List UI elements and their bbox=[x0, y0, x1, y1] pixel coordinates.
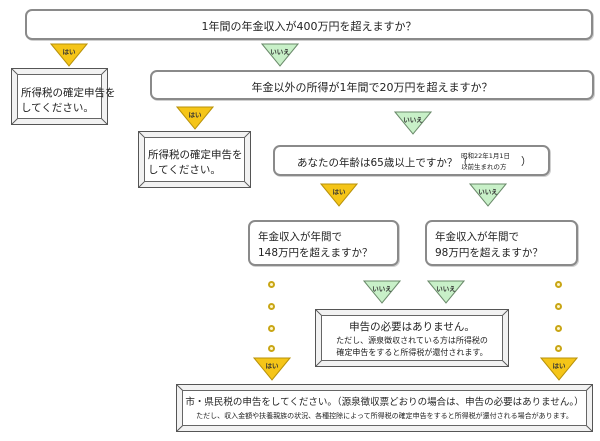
no-label: いいえ bbox=[270, 48, 290, 56]
yes-label: はい bbox=[188, 111, 202, 119]
result-text-line3: 確定申告をすると所得税が還付されます。 bbox=[336, 348, 488, 357]
flow-dot bbox=[555, 303, 562, 310]
question-text: 年金以外の所得が1年間で20万円を超えますか？ bbox=[251, 81, 493, 94]
result-no-filing-needed: 申告の必要はありません。 ただし、源泉徴収されている方は所得税の 確定申告をする… bbox=[315, 309, 509, 367]
question-text: 1年間の年金収入が400万円を超えますか？ bbox=[201, 20, 417, 33]
question-line1: 年金収入が年間で bbox=[258, 231, 342, 243]
no-arrow-4a: いいえ bbox=[363, 280, 401, 304]
question-annual-pension-400: 1年間の年金収入が400万円を超えますか？ bbox=[25, 9, 593, 40]
yes-arrow-1: はい bbox=[50, 43, 88, 67]
question-age-65: あなたの年齢は65歳以上ですか？（ 昭和22年1月1日 以前生まれの方 ） bbox=[273, 145, 550, 176]
result-text-line2: してください。 bbox=[21, 102, 94, 114]
flow-dot bbox=[555, 325, 562, 332]
no-arrow-1: いいえ bbox=[261, 43, 299, 67]
flow-dot bbox=[268, 325, 275, 332]
result-text-line1: 市・県民税の申告をしてください。（源泉徴収票どおりの場合は、申告の必要はありませ… bbox=[185, 397, 584, 408]
no-label: いいえ bbox=[436, 285, 456, 293]
yes-label: はい bbox=[265, 362, 279, 370]
result-file-income-tax-2: 所得税の確定申告を してください。 bbox=[138, 131, 251, 188]
question-text: あなたの年齢は65歳以上ですか？（ bbox=[297, 157, 468, 169]
no-arrow-4b: いいえ bbox=[427, 280, 465, 304]
yes-label: はい bbox=[62, 48, 76, 56]
flow-dot bbox=[555, 281, 562, 288]
question-line1: 年金収入が年間で bbox=[435, 231, 519, 243]
birthdate-note-line1: 昭和22年1月1日 bbox=[461, 152, 511, 160]
flow-dot bbox=[268, 281, 275, 288]
question-line2: 98万円を超えますか？ bbox=[435, 247, 543, 259]
question-pension-148: 年金収入が年間で 148万円を超えますか？ bbox=[248, 220, 399, 266]
birthdate-note-line2: 以前生まれの方 bbox=[461, 163, 507, 171]
no-label: いいえ bbox=[372, 285, 392, 293]
yes-arrow-3: はい bbox=[320, 183, 358, 207]
result-file-income-tax-1: 所得税の確定申告を してください。 bbox=[11, 68, 116, 125]
result-text-line1: 申告の必要はありません。 bbox=[349, 321, 475, 333]
question-other-income-20: 年金以外の所得が1年間で20万円を超えますか？ bbox=[150, 70, 594, 100]
result-text-line1: 所得税の確定申告を bbox=[148, 149, 243, 161]
result-text-line1: 所得税の確定申告を bbox=[21, 87, 116, 99]
yes-arrow-2: はい bbox=[176, 106, 214, 130]
yes-label: はい bbox=[552, 362, 566, 370]
flow-dot bbox=[268, 303, 275, 310]
result-text-line2: ただし、収入金額や扶養親族の状況、各種控除によって所得税の確定申告をすると所得税… bbox=[196, 412, 573, 420]
yes-arrow-4b: はい bbox=[540, 357, 578, 381]
no-label: いいえ bbox=[478, 188, 498, 196]
no-arrow-3: いいえ bbox=[469, 183, 507, 207]
flow-dot bbox=[555, 345, 562, 352]
yes-label: はい bbox=[332, 188, 346, 196]
result-file-resident-tax: 市・県民税の申告をしてください。（源泉徴収票どおりの場合は、申告の必要はありませ… bbox=[176, 384, 593, 432]
question-pension-98: 年金収入が年間で 98万円を超えますか？ bbox=[425, 220, 578, 266]
flow-dot bbox=[268, 345, 275, 352]
question-close-paren: ） bbox=[521, 156, 532, 168]
no-label: いいえ bbox=[403, 116, 423, 124]
result-text-line2: してください。 bbox=[148, 164, 221, 176]
no-arrow-2: いいえ bbox=[394, 111, 432, 135]
question-line2: 148万円を超えますか？ bbox=[258, 247, 373, 259]
result-text-line2: ただし、源泉徴収されている方は所得税の bbox=[336, 336, 488, 345]
yes-arrow-4a: はい bbox=[253, 357, 291, 381]
